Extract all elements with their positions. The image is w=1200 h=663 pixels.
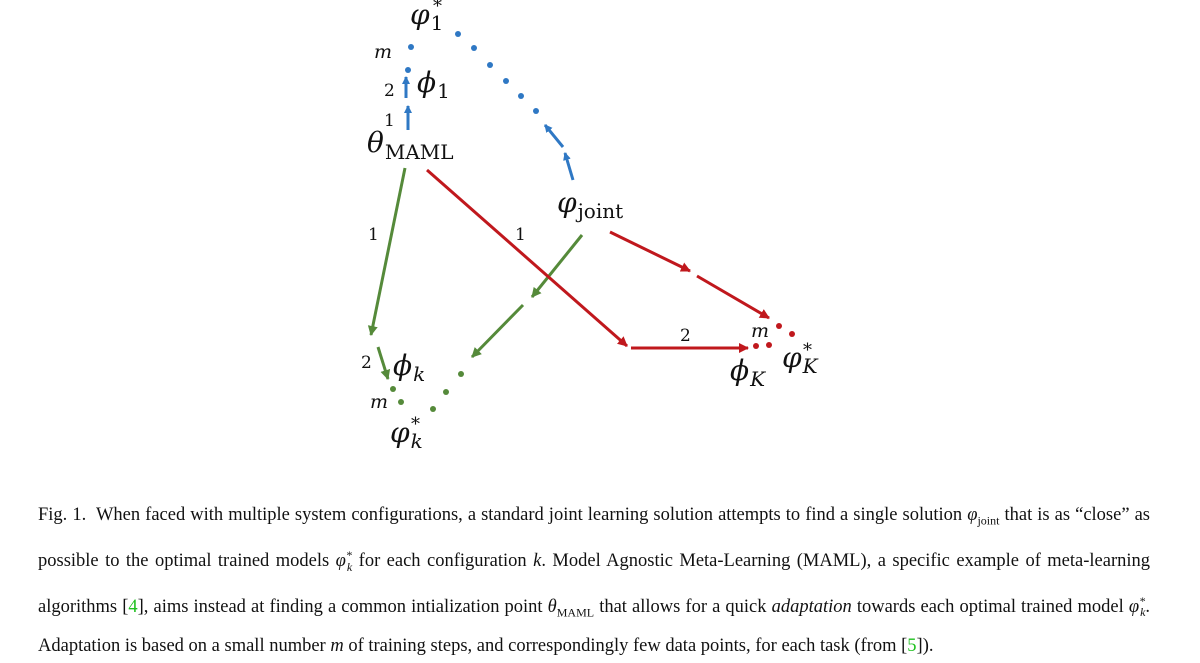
green-dots: [390, 371, 464, 412]
math-phi-k-star-2: φ*k: [1128, 593, 1146, 620]
math-k: k: [533, 550, 542, 571]
blue-dot: [455, 31, 461, 37]
figure-caption: Fig. 1. When faced with multiple system …: [38, 498, 1150, 663]
green-dot: [390, 386, 396, 392]
caption-text: that is as “close” as possible to the op…: [38, 505, 1151, 571]
blue-dot: [408, 44, 414, 50]
label-phiK-star: φK: [782, 341, 819, 378]
label-step2-green: 2: [361, 353, 372, 373]
label-theta-maml: θMAML: [367, 126, 454, 164]
blue-joint-path: [543, 124, 575, 181]
citation-link-5[interactable]: 5: [907, 636, 917, 657]
green-dot: [430, 406, 436, 412]
label-phik: ϕk: [393, 349, 425, 386]
caption-text: towards each optimal trained model: [856, 596, 1124, 617]
red-dots: [753, 323, 795, 349]
label-m-right: m: [751, 320, 769, 342]
caption-text: . Model Agnostic Meta-Learning (MAML), a…: [38, 550, 1151, 617]
math-m: m: [330, 636, 344, 657]
caption-text: ]).: [916, 636, 934, 657]
green-dot: [443, 389, 449, 395]
caption-text: When faced with multiple system configur…: [95, 505, 963, 525]
label-phik-star-sup: *: [411, 414, 420, 435]
caption-text: ], aims instead at finding a common inti…: [137, 596, 543, 617]
label-step2-top: 2: [384, 81, 395, 101]
label-phi1: ϕ1: [417, 66, 450, 103]
red-dot: [789, 331, 795, 337]
label-phi-joint: φjoint: [557, 186, 623, 223]
green-joint-arrow-1: [530, 234, 584, 298]
caption-text: that allows for a quick: [599, 596, 767, 617]
green-step1-arrow: [367, 167, 407, 336]
blue-dot: [487, 62, 493, 68]
caption-text: . Adaptation is based on a small number: [38, 596, 1151, 657]
label-m-top: m: [374, 41, 392, 63]
caption-text: for each configuration: [358, 550, 527, 571]
red-adaptation-path: [426, 168, 770, 353]
label-phi1-star: φ1: [410, 0, 443, 35]
green-dot: [398, 399, 404, 405]
maml-figure: φ1 * m ϕ1 2 1 θMAML φjoint 1 1 2 2 ϕk m …: [361, 0, 819, 453]
math-phi-k-star: φ*k: [335, 547, 353, 574]
caption-text: of training steps, and correspondingly f…: [348, 636, 908, 657]
red-dot: [766, 342, 772, 348]
label-m-bottom-left: m: [370, 391, 388, 413]
figure-labels: φ1 * m ϕ1 2 1 θMAML φjoint 1 1 2 2 ϕk m …: [361, 0, 819, 453]
label-step1-green: 1: [368, 225, 379, 245]
figure-label: Fig. 1.: [38, 505, 87, 525]
green-adaptation-path: [367, 167, 584, 380]
label-phik-star: φk: [390, 416, 423, 453]
blue-dot: [405, 67, 411, 73]
red-dot: [776, 323, 782, 329]
blue-adaptation-path: [402, 76, 412, 130]
blue-dot: [503, 78, 509, 84]
emphasis-adaptation: adaptation: [771, 596, 852, 617]
red-step1-arrow: [426, 168, 628, 348]
blue-joint-arrow-2: [543, 124, 565, 148]
math-theta-maml: θMAML: [547, 596, 595, 620]
label-step2-red: 2: [680, 326, 691, 346]
blue-dots: [405, 31, 539, 114]
blue-joint-arrow-1: [563, 152, 575, 181]
red-dot: [753, 343, 759, 349]
green-joint-arrow-2: [470, 303, 525, 359]
label-step1-red: 1: [515, 225, 526, 245]
blue-dot: [518, 93, 524, 99]
label-step1-top: 1: [384, 111, 395, 131]
red-joint-arrow-2: [696, 274, 770, 320]
label-phi1-star-sup: *: [433, 0, 442, 17]
green-dot: [458, 371, 464, 377]
label-phiK: ϕK: [730, 354, 766, 391]
math-phi-joint: φjoint: [967, 505, 1000, 528]
citation-link-4[interactable]: 4: [128, 596, 138, 617]
green-step2-arrow: [376, 346, 391, 380]
red-joint-arrow-1: [609, 230, 691, 273]
blue-dot: [533, 108, 539, 114]
blue-dot: [471, 45, 477, 51]
label-phiK-star-sup: *: [803, 340, 812, 361]
